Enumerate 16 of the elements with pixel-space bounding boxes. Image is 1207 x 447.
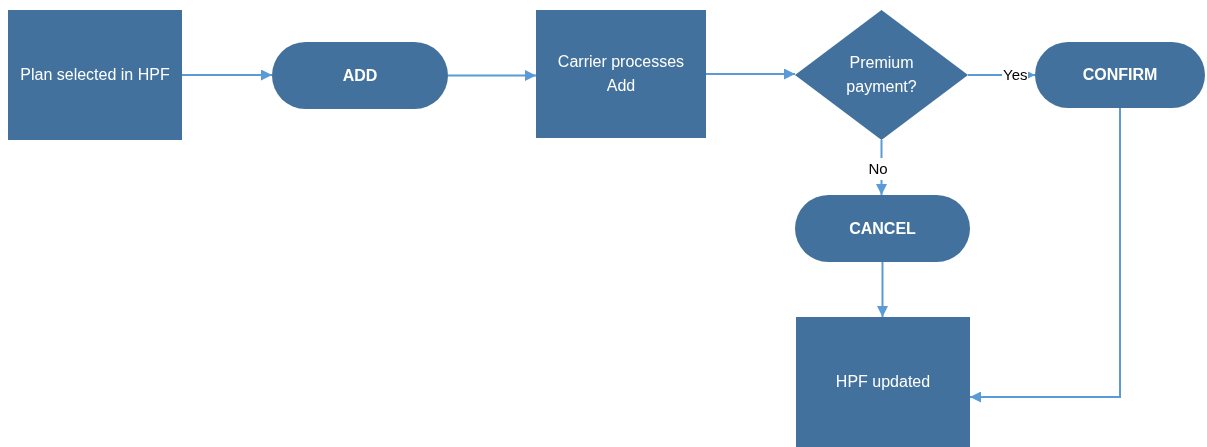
process-box: [796, 317, 970, 447]
node-text: HPF updated: [834, 372, 932, 392]
arrow: [969, 107, 1121, 403]
node-text: CANCEL: [848, 218, 917, 239]
process-box: [536, 10, 706, 138]
process-box: [8, 10, 182, 140]
arrow: [705, 68, 796, 80]
arrow: [877, 261, 888, 318]
node-text: Premium payment?: [845, 53, 918, 97]
arrow: [447, 70, 537, 81]
node-text: Carrier processes Add: [556, 52, 686, 96]
node-text: Plan selected in HPF: [19, 65, 171, 85]
node-text: ADD: [341, 65, 379, 86]
edge-label: No: [867, 158, 889, 180]
arrow: [181, 69, 273, 81]
node-text: CONFIRM: [1081, 65, 1159, 85]
